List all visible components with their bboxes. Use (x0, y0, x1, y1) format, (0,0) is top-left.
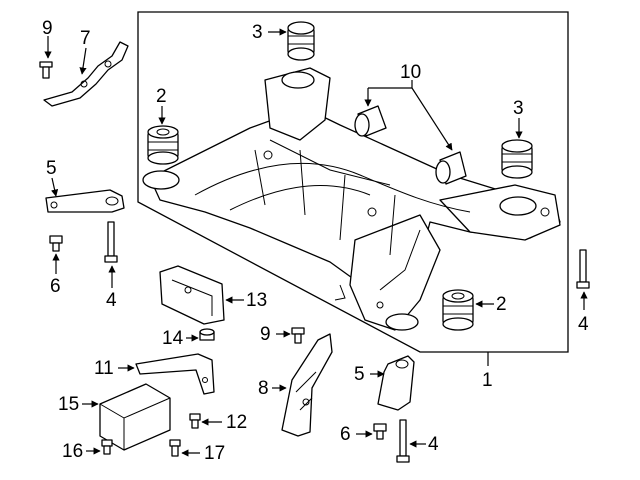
callout-3: 3 (513, 98, 524, 119)
callout-4: 4 (428, 434, 439, 455)
bushing-item-10-lower (435, 151, 467, 185)
module-item-15 (99, 383, 171, 451)
bracket-item-11 (135, 353, 215, 395)
callout-5: 5 (46, 158, 57, 179)
bracket-item-13 (159, 265, 225, 325)
callout-10: 10 (400, 62, 421, 83)
bracket-item-5-right (377, 355, 415, 411)
callout-7: 7 (80, 28, 91, 49)
bracket-item-7 (43, 41, 129, 107)
bolt-item-6-bottom (373, 423, 387, 440)
callout-2: 2 (156, 86, 167, 107)
callout-15: 15 (58, 394, 79, 415)
bushing-item-2-right (442, 289, 474, 331)
bushing-item-2-left (147, 125, 179, 165)
callout-1: 1 (482, 370, 493, 391)
callout-12: 12 (226, 412, 247, 433)
bracket-item-5-left (45, 189, 125, 213)
callout-16: 16 (62, 441, 83, 462)
assembly-frame-outline (137, 11, 569, 353)
rear-subframe (142, 67, 561, 331)
callout-9: 9 (260, 324, 271, 345)
bolt-item-9-lower (291, 327, 305, 344)
bushing-item-3-right (501, 139, 533, 179)
bolt-item-17 (169, 439, 181, 457)
callout-13: 13 (246, 290, 267, 311)
bolt-item-4-bottom (396, 419, 410, 463)
callout-4: 4 (106, 290, 117, 311)
callout-2: 2 (496, 294, 507, 315)
callout-8: 8 (258, 378, 269, 399)
callout-4: 4 (578, 314, 589, 335)
callout-labels: 1 2 2 3 3 4 4 4 5 5 6 6 7 8 9 9 10 11 12… (42, 18, 589, 464)
bushing-item-10-upper (354, 105, 387, 137)
bracket-item-8 (281, 333, 333, 437)
bolt-item-6-left (49, 235, 63, 252)
callout-5: 5 (354, 364, 365, 385)
leader-lines (44, 28, 588, 457)
callout-17: 17 (204, 443, 225, 464)
callout-6: 6 (50, 276, 61, 297)
bolt-item-16 (101, 439, 113, 455)
bolt-item-12 (189, 413, 201, 429)
callout-3: 3 (252, 22, 263, 43)
callout-9: 9 (42, 18, 53, 39)
callout-11: 11 (94, 358, 114, 379)
bolt-item-4-left (104, 221, 118, 263)
callout-6: 6 (340, 424, 351, 445)
nut-item-14 (199, 328, 215, 341)
bolt-item-9-top (39, 61, 53, 79)
callout-14: 14 (162, 328, 184, 349)
bolt-item-4-right (576, 249, 590, 289)
bushing-item-3-top (287, 21, 315, 61)
